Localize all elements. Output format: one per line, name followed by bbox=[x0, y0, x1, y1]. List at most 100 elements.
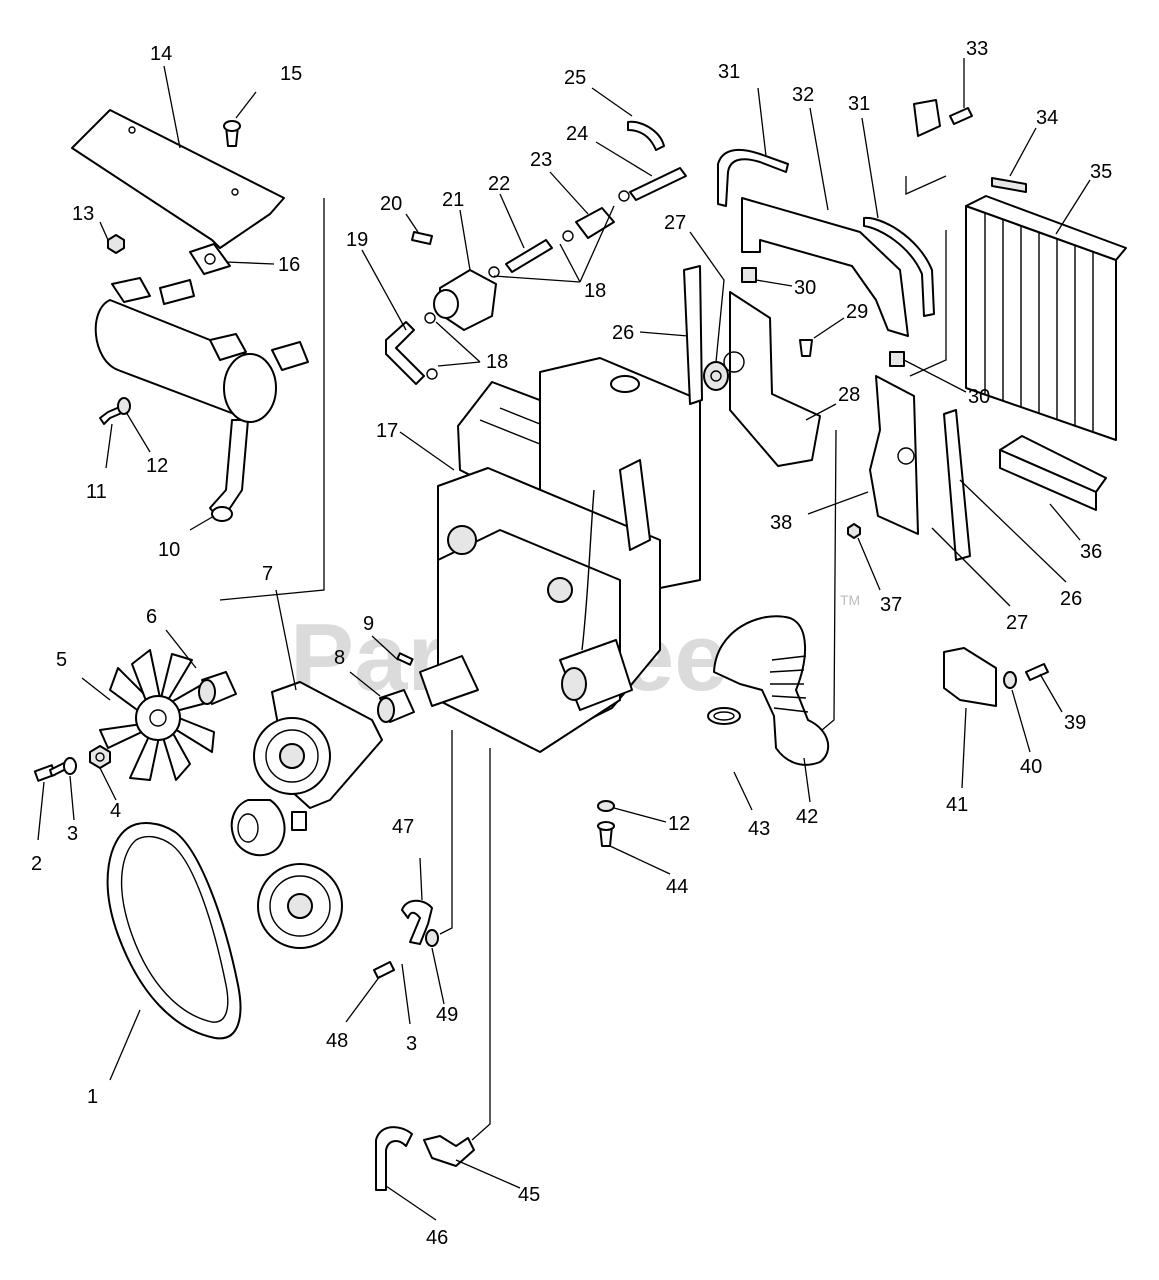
callout-31: 31 bbox=[718, 61, 740, 83]
callout-46: 46 bbox=[426, 1227, 448, 1249]
part-26-seal-strip[interactable] bbox=[683, 265, 971, 561]
part-32-bracket[interactable] bbox=[741, 197, 909, 337]
callout-26: 26 bbox=[612, 322, 634, 344]
part-48-bolt[interactable] bbox=[373, 961, 395, 979]
part-14-heat-shield[interactable] bbox=[71, 109, 285, 249]
part-20-screw[interactable] bbox=[411, 231, 433, 245]
callout-9: 9 bbox=[363, 613, 374, 635]
callout-18: 18 bbox=[486, 351, 508, 373]
callout-1: 1 bbox=[87, 1086, 98, 1108]
part-7-alternator[interactable] bbox=[230, 681, 383, 949]
callout-4: 4 bbox=[110, 800, 121, 822]
part-12-washer[interactable] bbox=[117, 397, 131, 415]
part-25-clip[interactable] bbox=[627, 120, 665, 151]
callout-2: 2 bbox=[31, 853, 42, 875]
callout-30: 30 bbox=[794, 277, 816, 299]
callout-21: 21 bbox=[442, 189, 464, 211]
part-8-bushing[interactable] bbox=[377, 689, 415, 723]
part-29-bolt[interactable] bbox=[799, 339, 813, 357]
callout-39: 39 bbox=[1064, 712, 1086, 734]
callout-44: 44 bbox=[666, 876, 688, 898]
part-3-washer[interactable] bbox=[63, 757, 77, 775]
part-38-side-shroud[interactable] bbox=[869, 375, 919, 535]
callout-42: 42 bbox=[796, 806, 818, 828]
part-22-fuel-pipe[interactable] bbox=[505, 239, 553, 273]
callout-22: 22 bbox=[488, 173, 510, 195]
part-15-screw[interactable] bbox=[223, 120, 241, 147]
callout-40: 40 bbox=[1020, 756, 1042, 778]
callout-33: 33 bbox=[966, 38, 988, 60]
part-13-nut[interactable] bbox=[107, 234, 125, 254]
part-33-bolt[interactable] bbox=[913, 99, 973, 137]
part-12-washer-lower[interactable] bbox=[597, 800, 615, 812]
callout-17: 17 bbox=[376, 420, 398, 442]
part-43-hose-clamp[interactable] bbox=[707, 707, 741, 725]
part-6-spacer[interactable] bbox=[198, 671, 237, 705]
part-49-washer[interactable] bbox=[425, 929, 439, 947]
callout-23: 23 bbox=[530, 149, 552, 171]
muffler[interactable] bbox=[94, 277, 309, 423]
callout-12: 12 bbox=[668, 813, 690, 835]
callout-49: 49 bbox=[436, 1004, 458, 1026]
part-34-seal[interactable] bbox=[991, 177, 1027, 193]
callout-48: 48 bbox=[326, 1030, 348, 1052]
part-47-hose[interactable] bbox=[401, 899, 433, 945]
callout-30: 30 bbox=[968, 386, 990, 408]
callout-36: 36 bbox=[1080, 541, 1102, 563]
callout-8: 8 bbox=[334, 647, 345, 669]
part-42-radiator-hose[interactable] bbox=[713, 615, 830, 766]
callout-45: 45 bbox=[518, 1184, 540, 1206]
callout-43: 43 bbox=[748, 818, 770, 840]
callout-26: 26 bbox=[1060, 588, 1082, 610]
callout-31: 31 bbox=[848, 93, 870, 115]
callout-32: 32 bbox=[792, 84, 814, 106]
part-16-gasket[interactable] bbox=[189, 243, 231, 275]
part-5-fan[interactable] bbox=[99, 649, 219, 781]
callout-12: 12 bbox=[146, 455, 168, 477]
part-45-elbow-fitting[interactable] bbox=[423, 1135, 475, 1167]
part-9-key[interactable] bbox=[396, 652, 414, 666]
callout-10: 10 bbox=[158, 539, 180, 561]
part-19-fuel-hose[interactable] bbox=[385, 321, 425, 385]
callout-37: 37 bbox=[880, 594, 902, 616]
callout-19: 19 bbox=[346, 229, 368, 251]
part-41-block[interactable] bbox=[943, 647, 997, 707]
callout-16: 16 bbox=[278, 254, 300, 276]
callout-24: 24 bbox=[566, 123, 588, 145]
callout-47: 47 bbox=[392, 816, 414, 838]
callout-20: 20 bbox=[380, 193, 402, 215]
part-18-hose-clamp[interactable] bbox=[424, 190, 630, 380]
part-21-fuel-pump[interactable] bbox=[433, 269, 497, 331]
watermark-trademark: TM bbox=[840, 592, 860, 608]
part-23-fuel-filter[interactable] bbox=[575, 207, 615, 239]
part-31-rubber-strip[interactable] bbox=[717, 148, 935, 317]
part-39-bolt[interactable] bbox=[1025, 663, 1049, 681]
part-37-nut[interactable] bbox=[847, 523, 861, 539]
callout-25: 25 bbox=[564, 67, 586, 89]
callout-34: 34 bbox=[1036, 107, 1058, 129]
part-46-drain-hose[interactable] bbox=[375, 1126, 413, 1191]
part-24-fuel-pipe[interactable] bbox=[629, 167, 687, 201]
part-2-bolt[interactable] bbox=[33, 761, 69, 782]
part-1-belt[interactable] bbox=[106, 822, 242, 1040]
part-10-exhaust-pipe[interactable] bbox=[209, 419, 249, 522]
part-4-nut[interactable] bbox=[89, 745, 111, 769]
part-17-engine[interactable] bbox=[419, 357, 701, 753]
leader-lines bbox=[37, 58, 1091, 1221]
part-36-foam-block[interactable] bbox=[999, 435, 1107, 511]
part-40-washer[interactable] bbox=[1003, 671, 1017, 689]
part-28-shroud[interactable] bbox=[723, 291, 821, 467]
callout-29: 29 bbox=[846, 301, 868, 323]
callout-35: 35 bbox=[1090, 161, 1112, 183]
callout-13: 13 bbox=[72, 203, 94, 225]
callout-11: 11 bbox=[86, 481, 107, 503]
callout-6: 6 bbox=[146, 606, 157, 628]
part-30-clip[interactable] bbox=[741, 267, 905, 367]
callout-labels: 1 2 3 3 4 5 6 7 8 9 10 11 12 12 13 14 15… bbox=[31, 38, 1112, 1249]
callout-3: 3 bbox=[67, 823, 78, 845]
callout-28: 28 bbox=[838, 384, 860, 406]
callout-38: 38 bbox=[770, 512, 792, 534]
part-44-bolt[interactable] bbox=[597, 821, 615, 847]
part-35-radiator[interactable] bbox=[965, 195, 1127, 441]
